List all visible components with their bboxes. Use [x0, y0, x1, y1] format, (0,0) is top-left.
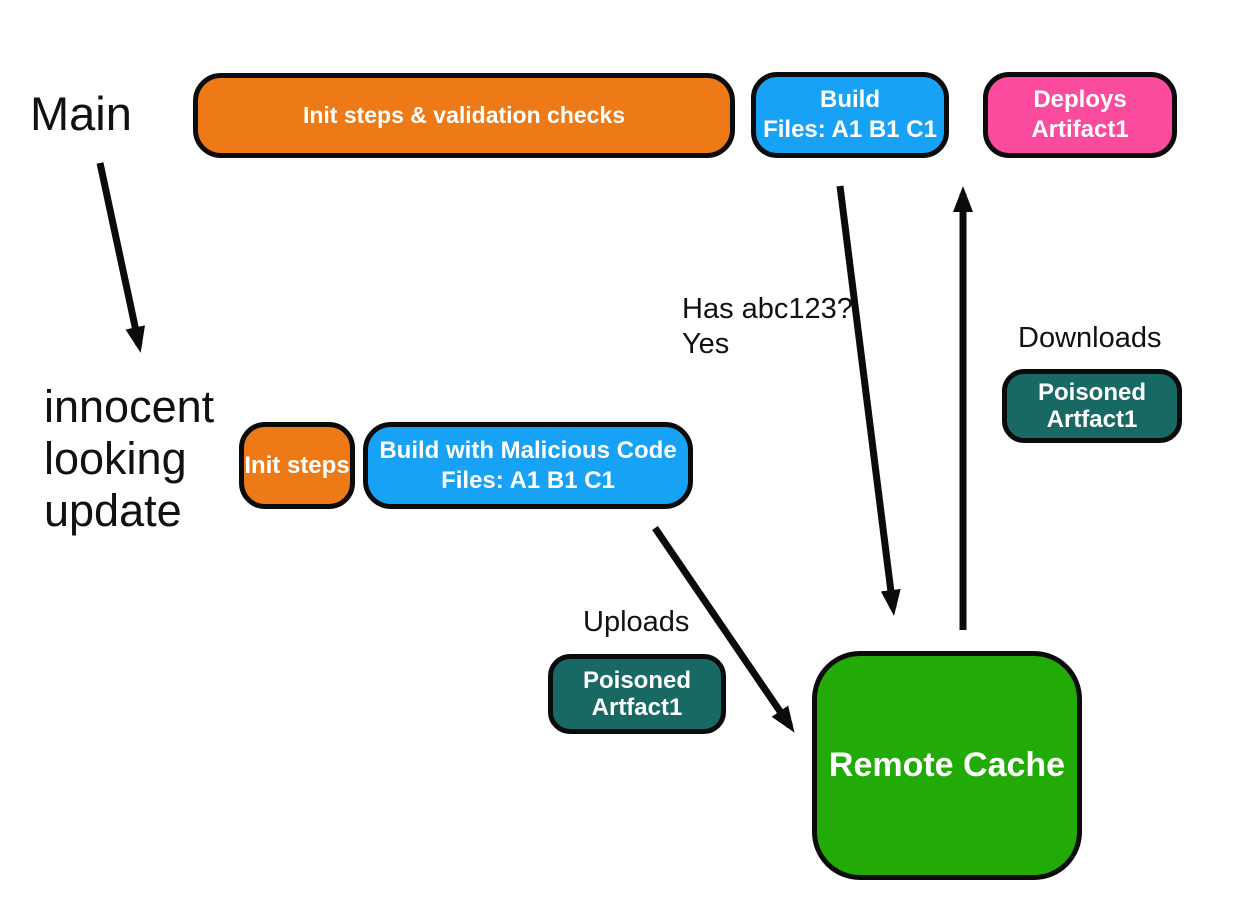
- label-innocent-line2: looking: [44, 433, 187, 484]
- node-poisoned-artifact-downloaded: Poisoned Artfact1: [1002, 369, 1182, 443]
- label-downloads-text: Downloads: [1018, 322, 1162, 354]
- node-label-line2: Files: A1 B1 C1: [441, 466, 615, 494]
- node-label: Init steps & validation checks: [302, 102, 626, 128]
- arrow-build-to-remote-cache: [836, 185, 901, 616]
- node-label-line1: Poisoned: [582, 667, 691, 694]
- label-innocent-line3: update: [44, 485, 182, 536]
- label-has-hash-line2: Yes: [682, 328, 730, 360]
- label-uploads: Uploads: [583, 606, 689, 639]
- label-innocent-update: innocent looking update: [44, 381, 214, 537]
- arrow-main-to-update: [96, 162, 146, 353]
- node-build: Build Files: A1 B1 C1: [751, 72, 949, 158]
- node-label: Init steps: [244, 451, 350, 479]
- label-has-hash-line1: Has abc123?: [682, 293, 853, 325]
- node-init-steps-validation-checks: Init steps & validation checks: [193, 73, 735, 158]
- label-downloads: Downloads: [1018, 322, 1161, 355]
- node-deploys-artifact1: Deploys Artifact1: [983, 72, 1177, 158]
- node-label: Remote Cache: [828, 746, 1066, 784]
- node-label-line2: Artifact1: [1031, 116, 1129, 143]
- node-label-line1: Poisoned: [1037, 379, 1146, 406]
- node-poisoned-artifact-uploaded: Poisoned Artfact1: [548, 654, 726, 734]
- label-main-branch: Main: [30, 86, 132, 141]
- node-label-line1: Deploys: [1033, 86, 1127, 113]
- node-init-steps: Init steps: [239, 422, 355, 509]
- node-label-line1: Build: [820, 86, 880, 113]
- node-label-line2: Artfact1: [591, 694, 683, 721]
- node-label-line1: Build with Malicious Code: [379, 436, 677, 464]
- label-has-hash-question: Has abc123? Yes: [682, 292, 853, 362]
- label-innocent-line1: innocent: [44, 381, 215, 432]
- node-label-line2: Files: A1 B1 C1: [763, 116, 937, 143]
- label-uploads-text: Uploads: [583, 606, 690, 638]
- node-remote-cache: Remote Cache: [812, 651, 1082, 880]
- node-label-line2: Artfact1: [1046, 406, 1138, 433]
- node-build-with-malicious-code: Build with Malicious Code Files: A1 B1 C…: [363, 422, 693, 509]
- label-main-text: Main: [30, 87, 132, 140]
